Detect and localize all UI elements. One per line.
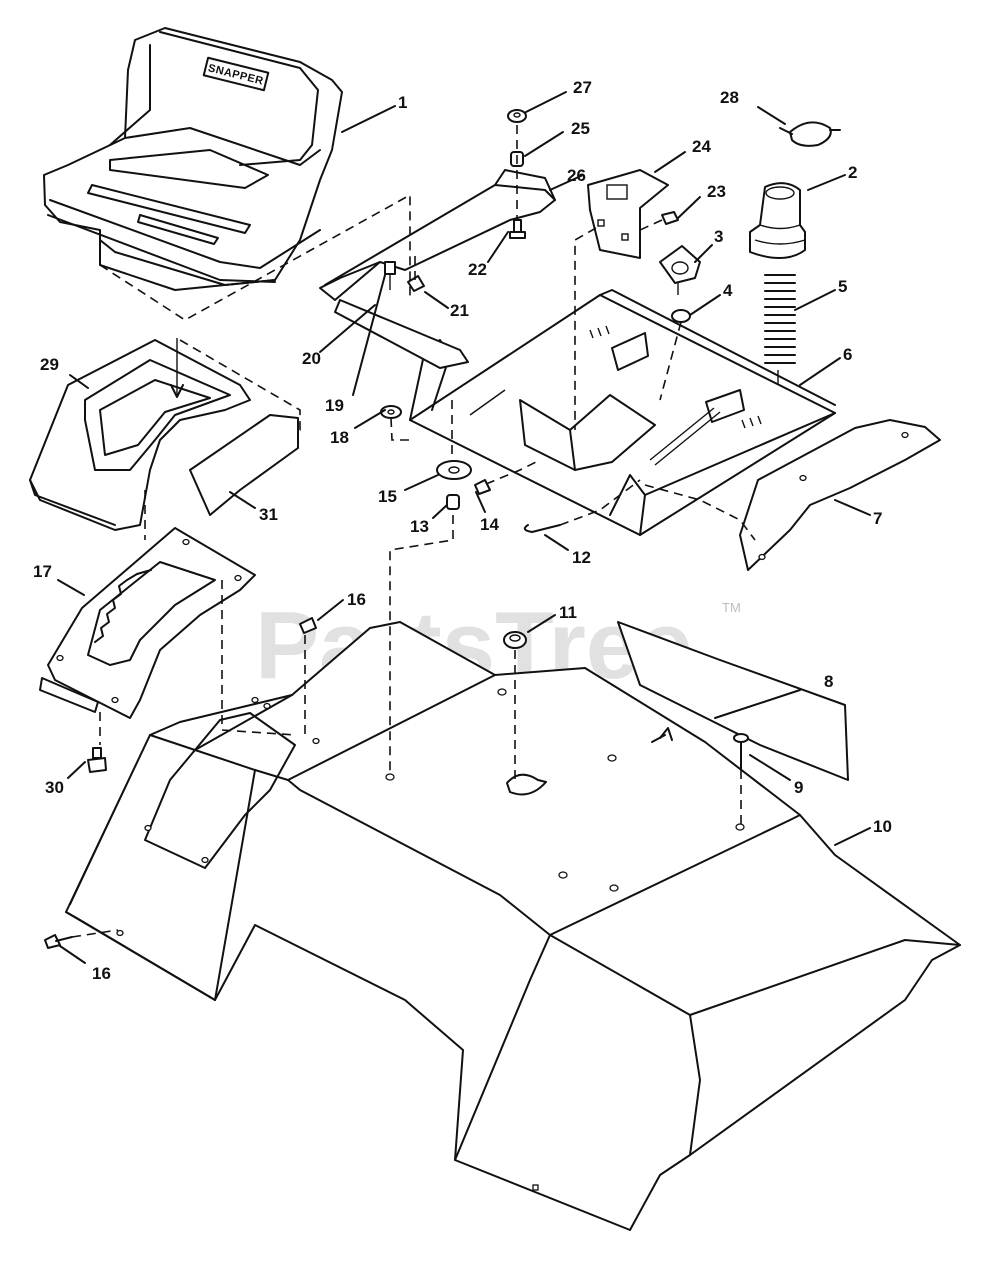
callout-19: 19 — [325, 396, 344, 415]
strip-arrow — [659, 727, 673, 741]
callout-7: 7 — [873, 509, 882, 528]
callout-17: 17 — [33, 562, 52, 581]
part-strip — [617, 621, 849, 781]
shift-guide-2 — [221, 580, 296, 736]
part-side-panel — [189, 414, 299, 516]
callout-29: 29 — [40, 355, 59, 374]
callout-16-bottom: 16 — [92, 964, 111, 983]
callout-labels: 1 2 3 4 5 6 7 8 9 10 11 12 13 14 15 16 1… — [33, 78, 892, 983]
callout-2: 2 — [848, 163, 857, 182]
callout-3: 3 — [714, 227, 723, 246]
callout-20: 20 — [302, 349, 321, 368]
callout-26: 26 — [567, 166, 586, 185]
callout-14: 14 — [480, 515, 499, 534]
part-control-bracket — [574, 169, 669, 430]
callout-9: 9 — [794, 778, 803, 797]
part-grommet — [503, 631, 547, 796]
part-knob — [659, 245, 701, 401]
callout-8: 8 — [824, 672, 833, 691]
callout-10: 10 — [873, 817, 892, 836]
callout-12: 12 — [572, 548, 591, 567]
callout-16-top: 16 — [347, 590, 366, 609]
callout-25: 25 — [571, 119, 590, 138]
callout-24: 24 — [692, 137, 711, 156]
callout-13: 13 — [410, 517, 429, 536]
part-seat: SNAPPER — [43, 27, 343, 291]
callout-21: 21 — [450, 301, 469, 320]
seat-guide-line — [99, 193, 411, 321]
callout-27: 27 — [573, 78, 592, 97]
callout-5: 5 — [838, 277, 847, 296]
part-console-cover — [29, 339, 251, 531]
watermark-trademark: TM — [722, 600, 741, 615]
part-shift-plate — [39, 527, 256, 719]
leader-lines — [57, 91, 871, 964]
callout-28: 28 — [720, 88, 739, 107]
part-seat-pan — [409, 289, 836, 536]
callout-18: 18 — [330, 428, 349, 447]
callout-1: 1 — [398, 93, 407, 112]
part-seat-rail — [319, 169, 556, 369]
part-boot-spring — [749, 182, 806, 385]
callout-15: 15 — [378, 487, 397, 506]
hardware-parts — [44, 109, 841, 949]
callout-23: 23 — [707, 182, 726, 201]
callout-30: 30 — [45, 778, 64, 797]
callout-31: 31 — [259, 505, 278, 524]
callout-6: 6 — [843, 345, 852, 364]
callout-11: 11 — [559, 603, 577, 622]
callout-4: 4 — [723, 281, 733, 300]
part-fender — [65, 621, 961, 1231]
part-rear-bracket — [739, 419, 941, 571]
callout-22: 22 — [468, 260, 487, 279]
